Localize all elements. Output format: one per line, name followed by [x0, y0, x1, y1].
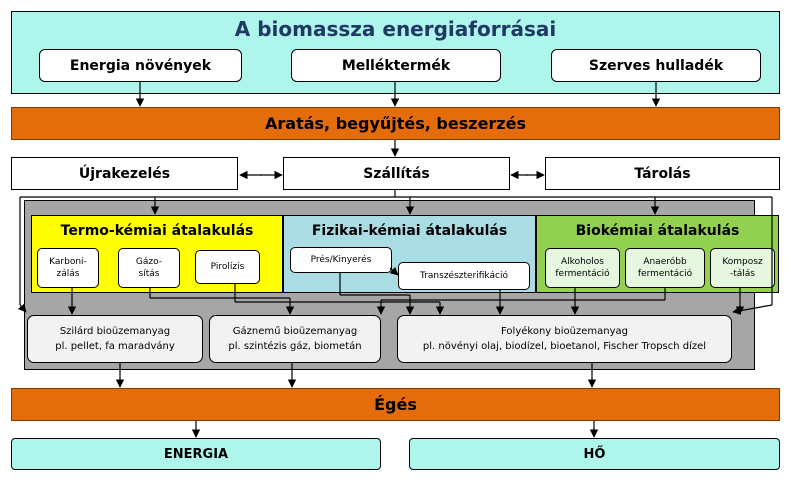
carbonization-box: Karboni- zálás: [37, 248, 99, 288]
gaseous-biofuel-example: pl. szintézis gáz, biometán: [228, 341, 362, 352]
arrow-pressing-transesterification: [389, 266, 399, 276]
gasification-box: Gázo- sítás: [118, 248, 180, 288]
gasification-line-2: sítás: [138, 269, 160, 279]
anaerobic-fermentation-line-1: Anaeróbb: [643, 257, 687, 267]
biochemical-title: Biokémiai átalakulás: [575, 223, 740, 239]
page-title: A biomassza energiaforrásai: [234, 17, 557, 41]
liquid-biofuel-example: pl. növényi olaj, biodízel, bioetanol, F…: [422, 341, 707, 352]
gaseous-biofuel-title: Gáznemű bioüzemanyag: [232, 326, 358, 337]
output-heat: HŐ: [409, 438, 780, 470]
logistics-transport: Szállítás: [283, 157, 510, 190]
composting-box: Komposz -tálás: [710, 248, 775, 288]
arrow-bypass-left: [17, 303, 27, 313]
output-energy: ENERGIA: [11, 438, 381, 470]
solid-biofuel-title: Szilárd bioüzemanyag: [59, 326, 171, 337]
thermo-chemical-title: Termo-kémiai átalakulás: [60, 223, 254, 239]
solid-biofuel-example: pl. pellet, fa maradvány: [55, 341, 175, 352]
combustion-bar: Égés: [11, 388, 780, 421]
solid-biofuel-box: Szilárd bioüzemanyag pl. pellet, fa mara…: [27, 315, 203, 363]
transesterification-box: Transzészterifikáció: [398, 262, 530, 290]
arrow-bypass-right: [732, 304, 773, 315]
physical-chemical-title: Fizikai-kémiai átalakulás: [311, 223, 508, 239]
logistics-storage: Tárolás: [545, 157, 780, 190]
source-organic-waste: Szerves hulladék: [551, 49, 761, 82]
source-byproduct: Melléktermék: [291, 49, 501, 82]
alcohol-fermentation-line-1: Alkoholos: [561, 257, 604, 267]
logistics-reprocessing: Újrakezelés: [11, 157, 238, 190]
pressing-box: Prés/Kinyerés: [290, 247, 392, 273]
harvest-bar: Aratás, begyűjtés, beszerzés: [11, 107, 780, 140]
anaerobic-fermentation-line-2: fermentáció: [637, 269, 693, 279]
carbonization-line-1: Karboni-: [49, 257, 87, 267]
anaerobic-fermentation-box: Anaeróbb fermentáció: [625, 248, 705, 288]
alcohol-fermentation-box: Alkoholos fermentáció: [545, 248, 620, 288]
pyrolysis-box: Pirolízis: [195, 250, 260, 284]
gasification-line-1: Gázo-: [135, 257, 163, 267]
composting-line-1: Komposz: [722, 257, 763, 267]
source-energy-crops: Energia növények: [39, 49, 242, 82]
alcohol-fermentation-line-2: fermentáció: [555, 269, 610, 279]
liquid-biofuel-box: Folyékony bioüzemanyag pl. növényi olaj,…: [397, 315, 732, 363]
liquid-biofuel-title: Folyékony bioüzemanyag: [501, 326, 628, 337]
gaseous-biofuel-box: Gáznemű bioüzemanyag pl. szintézis gáz, …: [209, 315, 381, 363]
composting-line-2: -tálás: [730, 269, 755, 279]
carbonization-line-2: zálás: [56, 269, 80, 279]
